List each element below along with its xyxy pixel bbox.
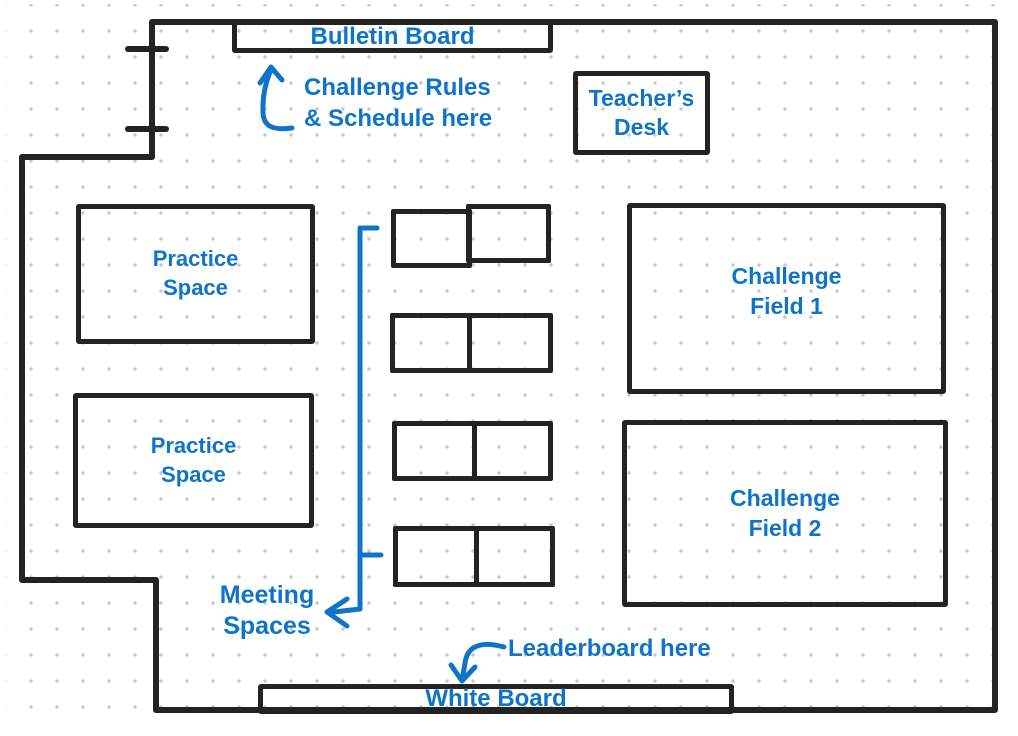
teachers-desk-label-line1: Teacher’s [588, 85, 695, 112]
bulletin-board-label: Bulletin Board [310, 22, 475, 50]
challenge-field-1-label-line1: Challenge [731, 262, 842, 289]
rules-note-line2: & Schedule here [304, 105, 493, 133]
practice-space-1-label-line1: Practice [152, 246, 239, 272]
meeting-table-1-left [391, 209, 472, 268]
rules-note-line1: Challenge Rules [304, 74, 491, 101]
challenge-field-2: Challenge Field 2 [622, 420, 948, 607]
practice-space-1: Practice Space [76, 204, 315, 344]
practice-space-2-label-line2: Space [161, 461, 226, 487]
challenge-field-1: Challenge Field 1 [627, 203, 946, 394]
meeting-table-4 [393, 526, 555, 587]
white-board-label: White Board [425, 685, 567, 713]
meeting-note-line1: Meeting [219, 581, 315, 609]
leaderboard-note: Leaderboard here [508, 635, 711, 662]
meeting-table-2-divider [467, 316, 472, 370]
practice-space-2-label-line1: Practice [150, 432, 237, 458]
practice-space-1-label-line2: Space [163, 275, 228, 300]
meeting-table-4-divider [474, 529, 479, 584]
challenge-field-1-label-line2: Field 1 [750, 292, 823, 319]
meeting-note-line2: Spaces [223, 612, 311, 641]
challenge-field-2-label-line1: Challenge [730, 484, 840, 511]
white-board: White Board [258, 684, 734, 714]
rules-note: Challenge Rules & Schedule here [304, 72, 492, 134]
practice-space-2: Practice Space [73, 393, 314, 528]
teachers-desk: Teacher’s Desk [573, 71, 710, 155]
bulletin-board: Bulletin Board [232, 20, 553, 53]
meeting-table-3 [392, 421, 553, 481]
meeting-note: Meeting Spaces [192, 580, 342, 643]
teachers-desk-label-line2: Desk [614, 114, 669, 140]
challenge-field-2-label-line2: Field 2 [748, 514, 822, 541]
meeting-table-1-right [466, 204, 551, 263]
meeting-table-3-divider [472, 424, 477, 478]
meeting-table-2 [390, 313, 553, 373]
